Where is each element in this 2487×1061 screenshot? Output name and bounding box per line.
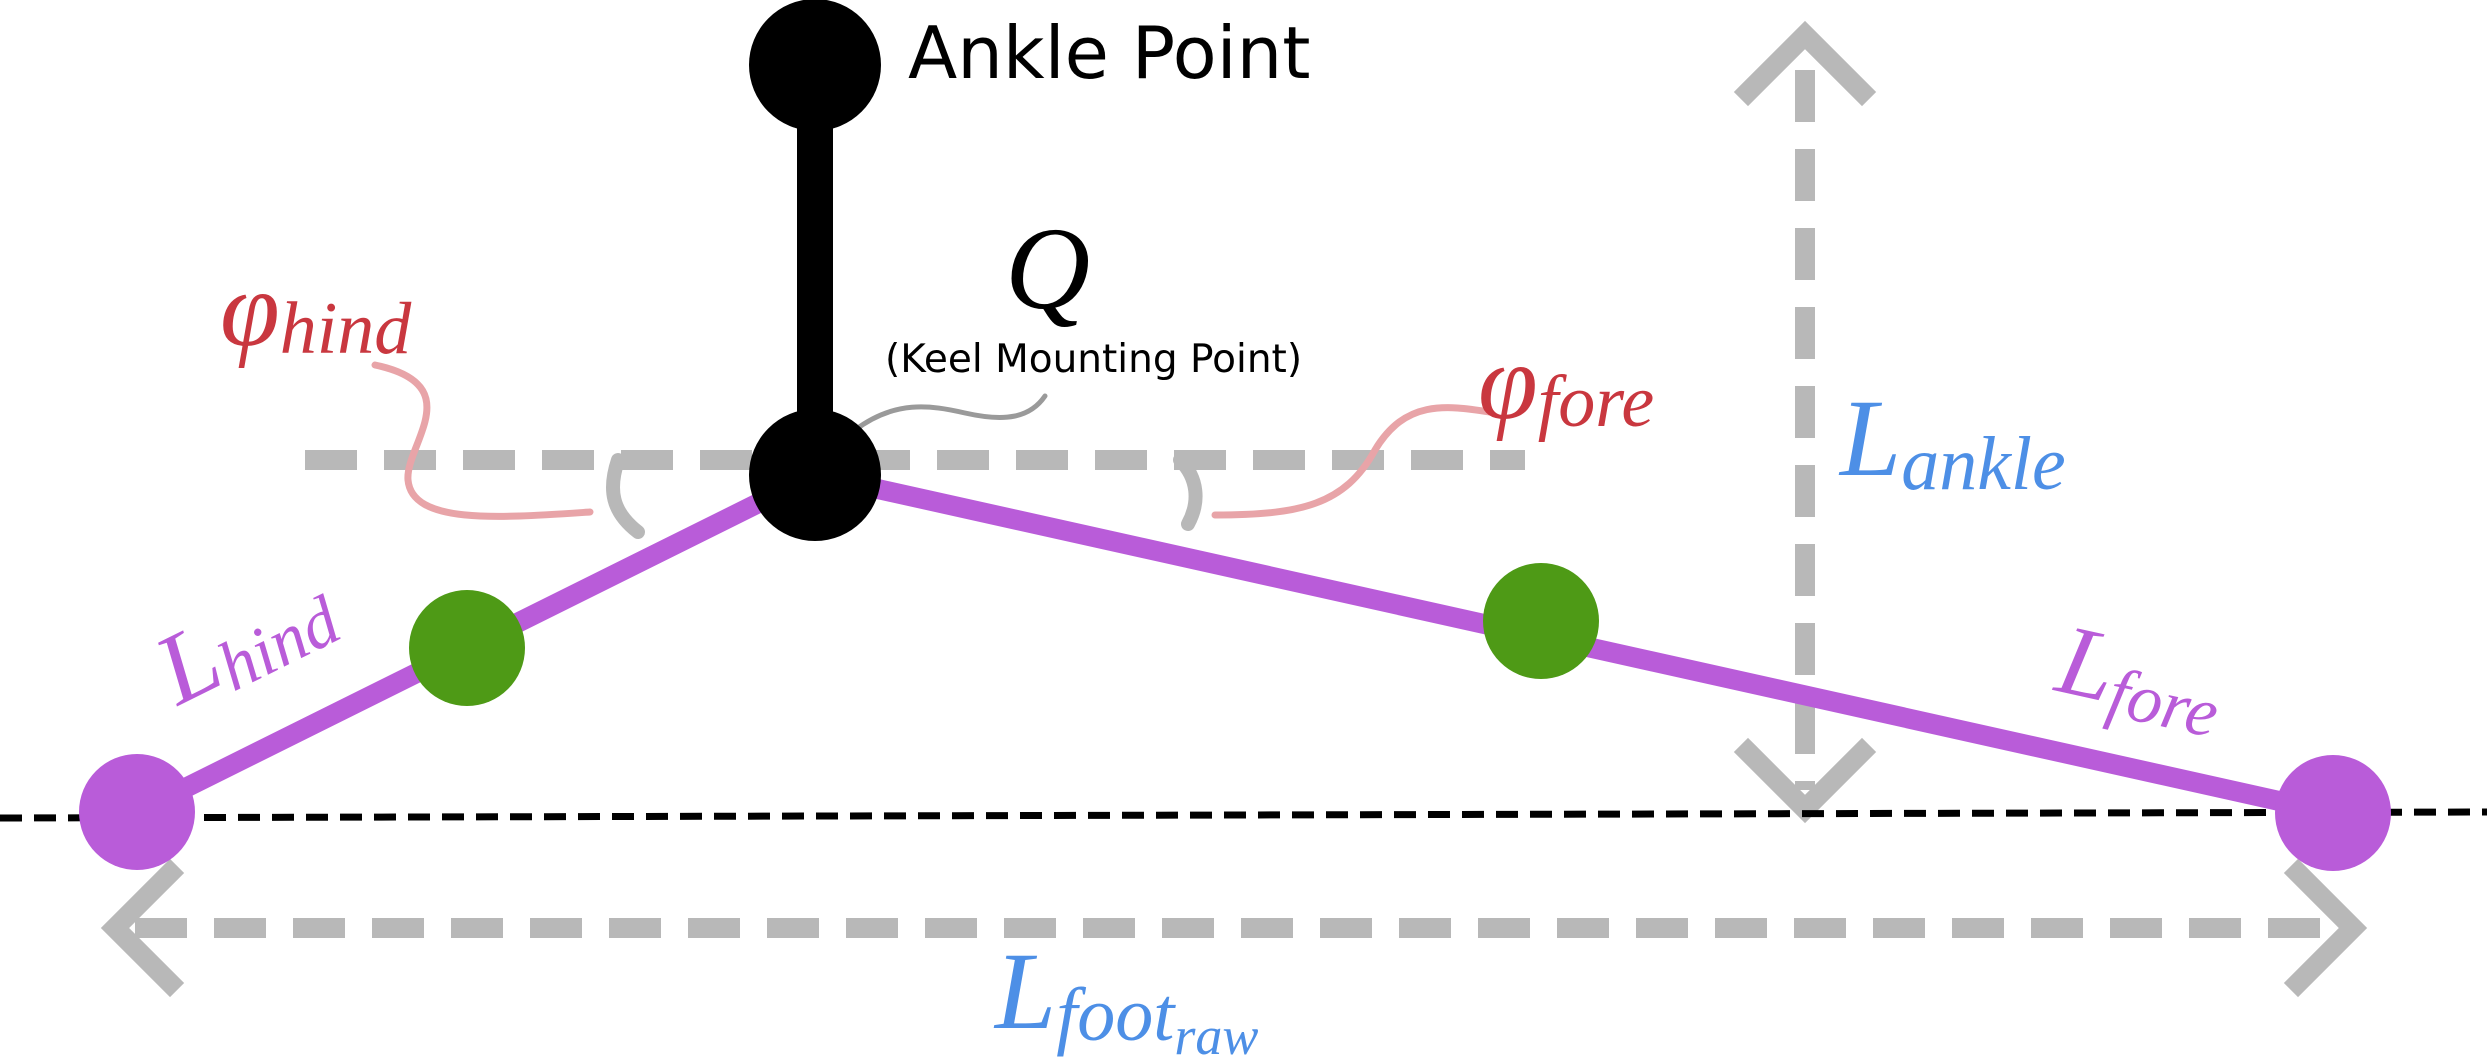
phi-hind-subscript: hind [280,288,413,370]
ankle-point-marker [749,0,881,131]
phi-fore-leader [1211,404,1494,519]
fore-angle-arc [1173,453,1203,531]
l-foot-subscript: foot [1056,973,1176,1057]
toe-point [2275,755,2391,871]
l-foot-raw-label: Lfootraw [993,930,1258,1061]
keel-point-leader [852,393,1048,433]
l-ankle-subscript: ankle [1901,422,2066,506]
l-foot-base: L [993,930,1056,1052]
phi-fore-subscript: fore [1538,361,1654,443]
ankle-point-label: Ankle Point [908,11,1311,95]
hind-angle-arc [605,453,645,539]
fore-midpoint [1483,563,1599,679]
ankle-height-arrow-top-head [1733,20,1877,107]
phi-fore-symbol: φ [1478,323,1538,442]
l-ankle-label: Lankle [1838,377,2066,506]
phi-hind-symbol: φ [220,250,280,369]
phi-fore-label: φfore [1478,323,1654,443]
keel-mounting-point-marker [749,409,881,541]
ground-line [0,808,2487,822]
phi-hind-label: φhind [220,250,412,370]
keel-mounting-point-label: (Keel Mounting Point) [885,337,1302,382]
ankle-height-arrow-bottom-head [1733,737,1877,824]
l-hind-label: Lhind [137,546,353,732]
l-fore-label: Lfore [2045,603,2234,754]
hind-midpoint [409,590,525,706]
heel-point [79,754,195,870]
l-fore-subscript: fore [2101,654,2225,753]
phi-hind-leader [371,361,594,520]
foot-length-arrow-right-head [2283,858,2368,998]
l-ankle-base: L [1838,377,1901,499]
q-label: Q [1005,203,1090,334]
l-foot-subsubscript: raw [1174,1006,1258,1061]
foot-length-arrow-left-head [100,858,185,998]
